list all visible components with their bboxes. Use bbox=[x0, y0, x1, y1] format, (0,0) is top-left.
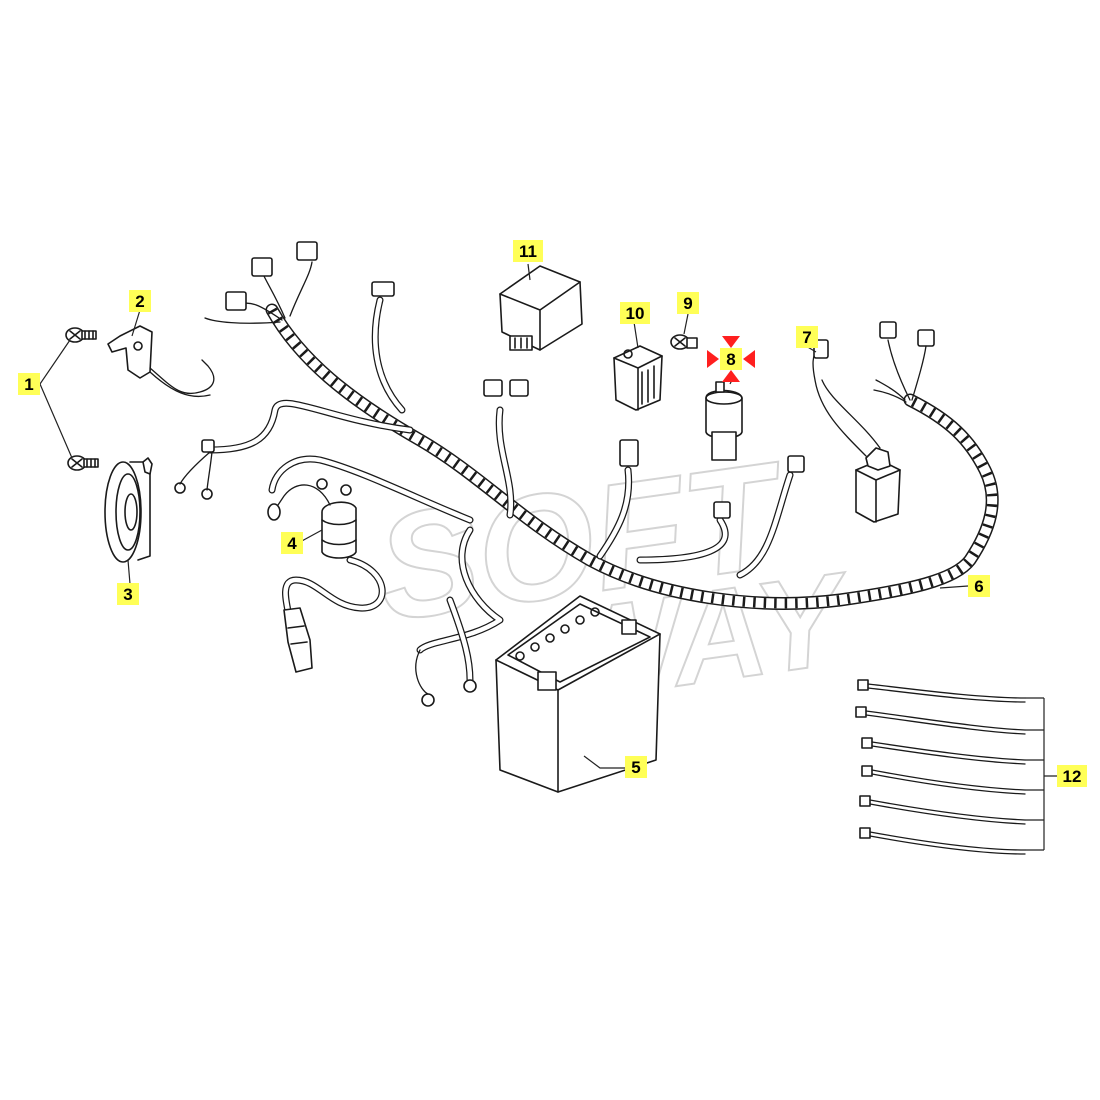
cable-tie bbox=[859, 827, 1026, 855]
cable-tie bbox=[861, 737, 1026, 765]
callout-11[interactable]: 11 bbox=[513, 240, 543, 262]
callout-9-text: 9 bbox=[683, 294, 692, 313]
part-7-starter-relay[interactable] bbox=[812, 339, 901, 523]
cable-tie bbox=[859, 795, 1026, 825]
callout-8-selected[interactable]: 8 bbox=[707, 336, 755, 382]
part-1-screws[interactable] bbox=[65, 327, 99, 471]
part-6-wiring-harness[interactable] bbox=[174, 241, 999, 707]
part-3-horn[interactable] bbox=[104, 457, 153, 563]
callout-7[interactable]: 7 bbox=[796, 326, 818, 348]
callout-4[interactable]: 4 bbox=[281, 532, 303, 554]
screw-lower bbox=[67, 455, 99, 471]
callout-6[interactable]: 6 bbox=[968, 575, 990, 597]
callout-1-text: 1 bbox=[24, 375, 33, 394]
leader-lines bbox=[39, 263, 1060, 851]
callout-1[interactable]: 1 bbox=[18, 373, 40, 395]
cable-tie bbox=[857, 679, 1026, 703]
cable-tie bbox=[855, 706, 1026, 735]
callout-12-text: 12 bbox=[1063, 767, 1082, 786]
part-2-sensor[interactable] bbox=[107, 325, 215, 398]
selection-arrow-up-icon bbox=[722, 336, 740, 348]
part-12-cable-ties[interactable] bbox=[855, 679, 1026, 855]
callout-11-text: 11 bbox=[519, 242, 537, 261]
callout-2[interactable]: 2 bbox=[129, 290, 151, 312]
callout-9[interactable]: 9 bbox=[677, 292, 699, 314]
callout-5[interactable]: 5 bbox=[625, 756, 647, 778]
part-10-regulator[interactable] bbox=[613, 345, 663, 411]
callout-10[interactable]: 10 bbox=[620, 302, 650, 324]
selection-arrow-down-icon bbox=[722, 370, 740, 382]
part-4-ignition-coil[interactable] bbox=[267, 484, 386, 673]
cable-tie bbox=[861, 765, 1026, 795]
callout-8-text: 8 bbox=[726, 350, 735, 369]
selection-arrow-left-icon bbox=[707, 350, 719, 368]
callout-3-text: 3 bbox=[123, 585, 132, 604]
callout-7-text: 7 bbox=[802, 328, 811, 347]
callout-12[interactable]: 12 bbox=[1057, 765, 1087, 787]
battery-cell-caps bbox=[515, 607, 600, 661]
part-11-cdi-unit[interactable] bbox=[499, 265, 583, 351]
callout-5-text: 5 bbox=[631, 758, 640, 777]
callout-4-text: 4 bbox=[287, 534, 297, 553]
part-8-switch[interactable] bbox=[705, 381, 743, 461]
screw-upper bbox=[65, 327, 97, 343]
callout-6-text: 6 bbox=[974, 577, 983, 596]
callout-2-text: 2 bbox=[135, 292, 144, 311]
part-9-screw[interactable] bbox=[670, 334, 698, 350]
callout-10-text: 10 bbox=[626, 304, 645, 323]
selection-arrow-right-icon bbox=[743, 350, 755, 368]
part-5-battery[interactable] bbox=[495, 595, 661, 793]
callout-3[interactable]: 3 bbox=[117, 583, 139, 605]
